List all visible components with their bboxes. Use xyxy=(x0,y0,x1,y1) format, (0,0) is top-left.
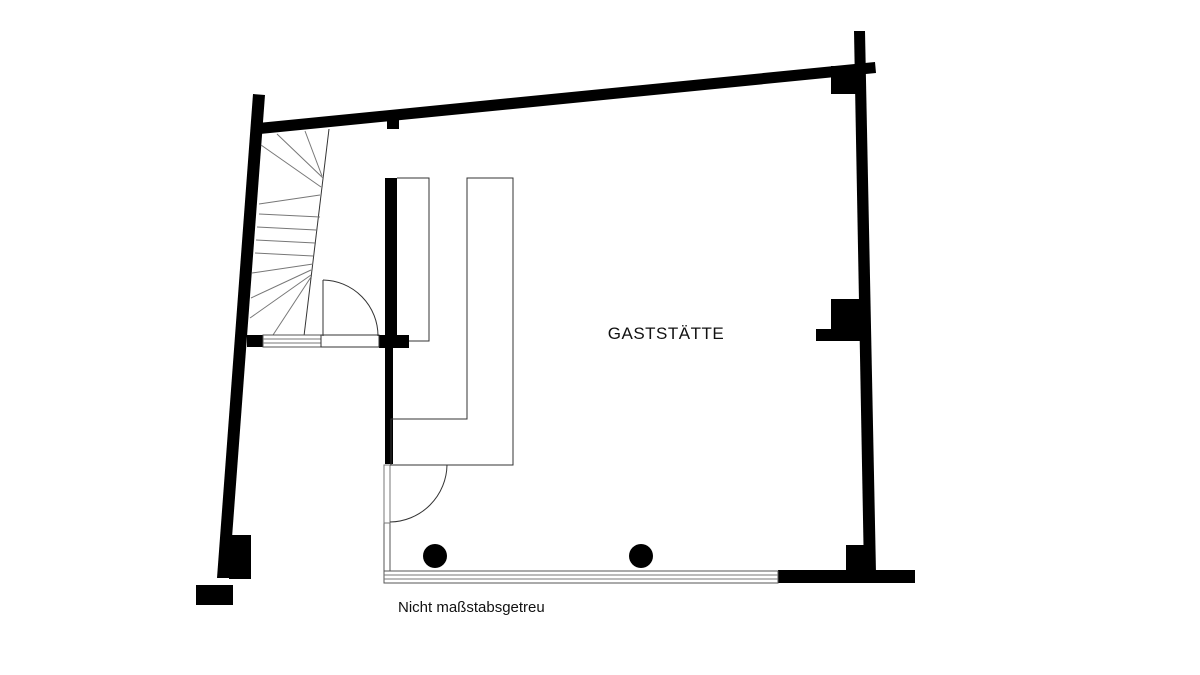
room-label-gaststaette: GASTSTÄTTE xyxy=(607,324,725,343)
doors xyxy=(320,279,448,524)
east-top-pier xyxy=(831,66,861,94)
entrance-door-frame xyxy=(383,464,391,524)
stair-door-swing xyxy=(322,279,379,337)
scale-note: Nicht maßstabsgetreu xyxy=(398,599,545,616)
side-window xyxy=(383,522,391,572)
stair-landing-wall xyxy=(247,335,263,347)
partition-upper xyxy=(385,178,397,338)
west-foot-block xyxy=(196,585,233,605)
staircase xyxy=(249,128,330,337)
exterior-walls xyxy=(196,31,915,605)
stair-window xyxy=(262,334,322,348)
east-wall xyxy=(854,31,876,573)
partition-junction xyxy=(379,335,409,348)
west-pier xyxy=(229,535,251,579)
bar-counter xyxy=(390,177,514,466)
partition-lower xyxy=(385,346,393,464)
interior-walls xyxy=(379,178,409,464)
stair-stringer xyxy=(303,128,330,337)
entrance-door-swing xyxy=(389,464,448,523)
bar-counter-l-shape xyxy=(390,177,514,466)
front-window xyxy=(383,570,779,584)
west-wall xyxy=(217,94,265,578)
east-mid-pier xyxy=(831,299,863,341)
columns xyxy=(423,544,653,568)
back-counter xyxy=(397,177,430,342)
south-wall xyxy=(778,570,915,583)
column-2 xyxy=(629,544,653,568)
north-wall-notch xyxy=(387,120,399,129)
east-mid-ledge xyxy=(816,329,836,341)
stair-door-opening xyxy=(320,334,380,348)
windows xyxy=(262,334,779,584)
north-wall xyxy=(258,62,876,134)
column-1 xyxy=(423,544,447,568)
